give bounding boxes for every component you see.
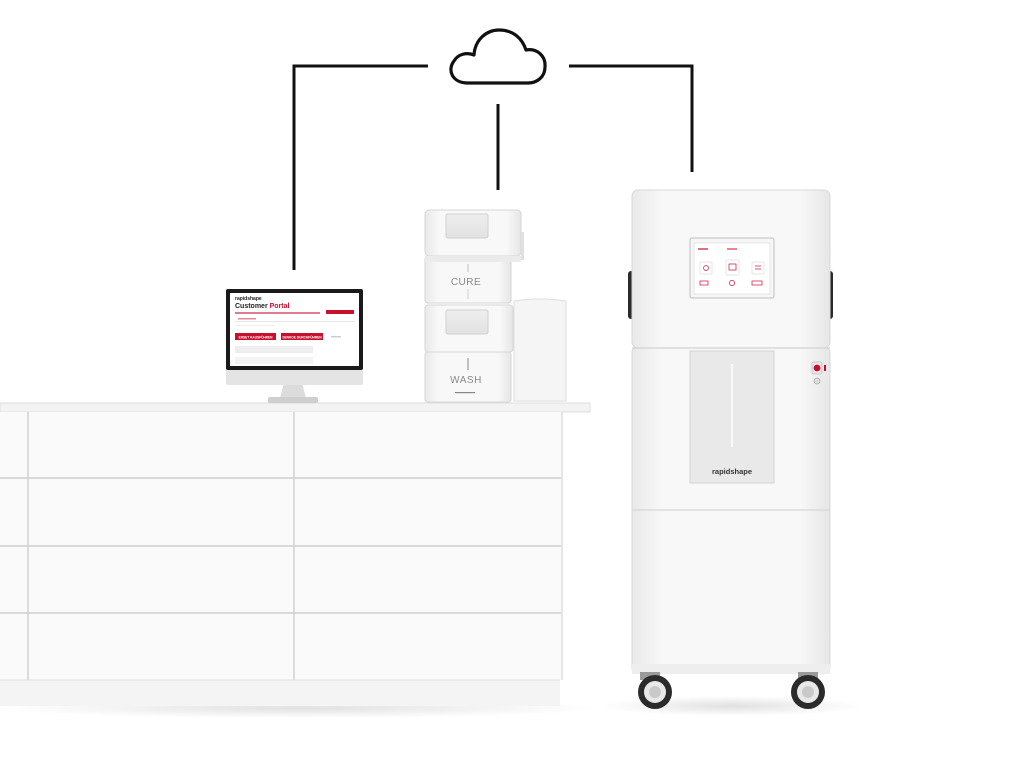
monitor-stand-base [268, 397, 318, 403]
printer: rapidshape [628, 189, 833, 709]
wash-module [424, 351, 512, 403]
portal-input-2[interactable] [235, 357, 313, 364]
cloud-network [292, 28, 694, 270]
monitor: rapidshape Customer Portal ERSET KAUSFÜH… [226, 289, 363, 403]
printer-brand: rapidshape [712, 467, 752, 476]
portal-button-1[interactable] [235, 333, 276, 340]
counter-plinth [0, 680, 560, 706]
connection-line-printer [569, 64, 694, 172]
emergency-stop-button[interactable] [811, 361, 826, 375]
portal-button-2[interactable] [281, 333, 323, 340]
connection-line-monitor [292, 64, 428, 270]
drawer-lines [0, 412, 562, 680]
portal-brand: rapidshape [235, 296, 262, 302]
key-switch[interactable] [813, 377, 821, 385]
counter [0, 402, 591, 706]
portal-input-1[interactable] [235, 346, 313, 353]
counter-top [0, 402, 591, 413]
printer-touchscreen[interactable] [693, 242, 771, 295]
printer-casters [638, 672, 825, 709]
touchscreen-icons [699, 259, 765, 286]
monitor-screen [230, 293, 359, 366]
cloud-icon [449, 28, 547, 85]
monitor-stand [280, 383, 306, 398]
cure-label: CURE [451, 277, 481, 288]
side-container [513, 298, 567, 402]
cure-wash-stack: CURE WASH [424, 209, 567, 403]
portal-title: Customer Portal [235, 303, 290, 310]
portal-button-2-label: SENKOE DURCHFÜHREN [282, 334, 322, 339]
monitor-chin [226, 368, 363, 385]
portal-button-1-label: ERSET KAUSFÜHREN [239, 334, 274, 339]
wash-label: WASH [450, 375, 482, 386]
